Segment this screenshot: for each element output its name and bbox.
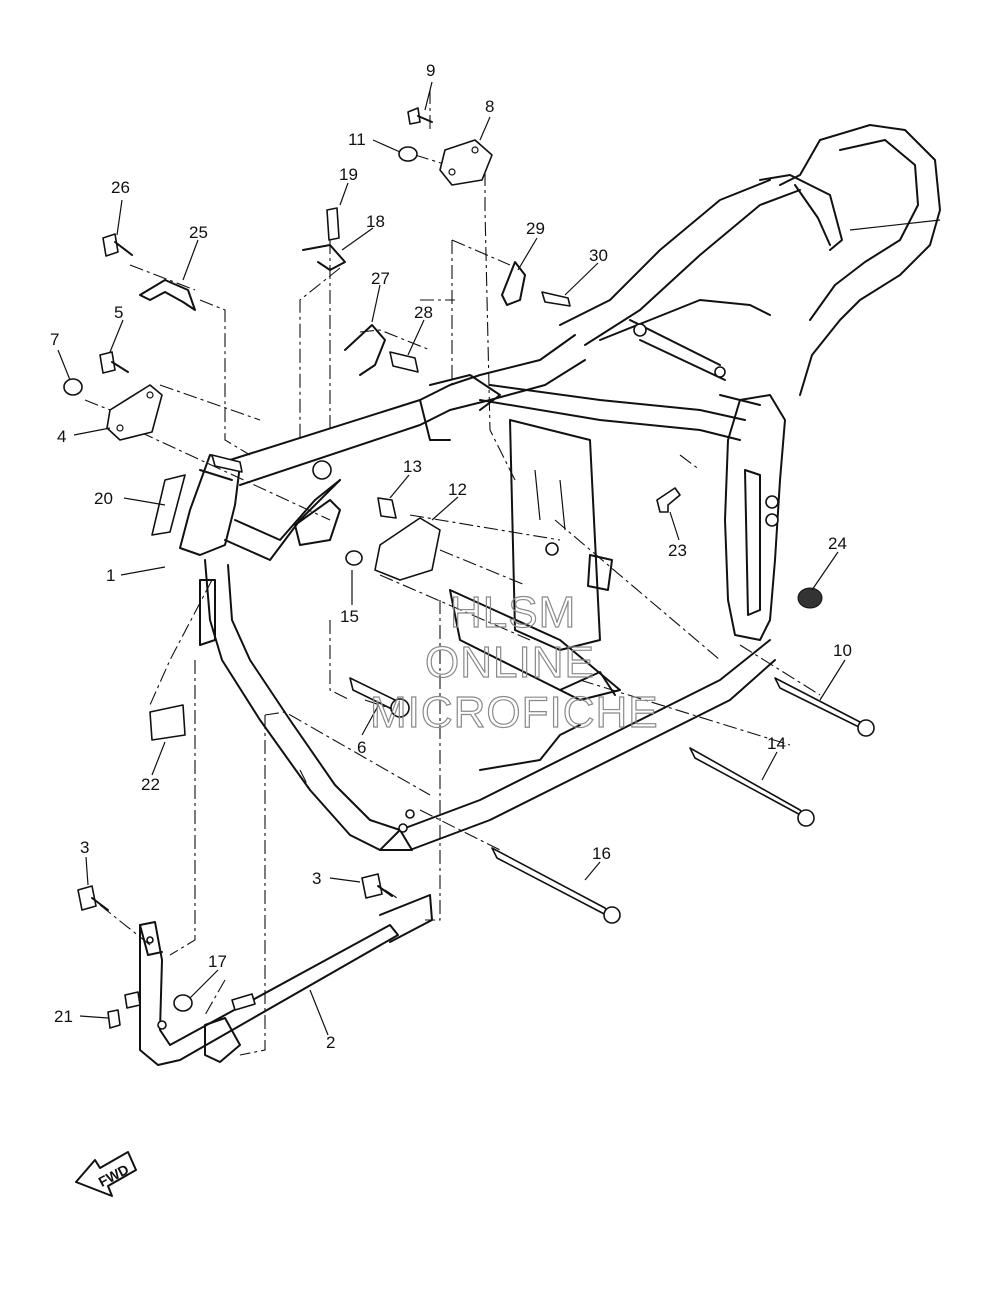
fwd-label: FWD	[96, 1161, 132, 1190]
part-label-4: 4	[57, 427, 66, 446]
part-label-21: 21	[54, 1007, 73, 1026]
part-number-labels: 1 2 3 3 4 5 6 7 8 9 10 11 12 13 14 15 16…	[50, 61, 852, 1052]
part-label-17: 17	[208, 952, 227, 971]
part-label-18: 18	[366, 212, 385, 231]
part-label-23: 23	[668, 541, 687, 560]
watermark-line-1: HLSM	[450, 588, 576, 637]
part-label-29: 29	[526, 219, 545, 238]
fasteners	[63, 107, 875, 1029]
leader-lines	[57, 81, 846, 1036]
part-label-27: 27	[371, 269, 390, 288]
watermark-line-2: ONLINE	[425, 638, 595, 687]
part-label-25: 25	[189, 223, 208, 242]
assembly-lines	[84, 90, 821, 1056]
part-label-10: 10	[833, 641, 852, 660]
watermark: HLSM ONLINE MICROFICHE	[369, 587, 659, 737]
part-label-22: 22	[141, 775, 160, 794]
part-label-16: 16	[592, 844, 611, 863]
part-label-2: 2	[326, 1033, 335, 1052]
part-label-8: 8	[485, 97, 494, 116]
part-label-11: 11	[348, 130, 366, 149]
part-label-26: 26	[111, 178, 130, 197]
part-label-28: 28	[414, 303, 433, 322]
part-label-24: 24	[828, 534, 847, 553]
part-label-30: 30	[589, 246, 608, 265]
part-label-14: 14	[767, 734, 786, 753]
part-label-9: 9	[426, 61, 435, 80]
part-label-13: 13	[403, 457, 422, 476]
watermark-line-3: MICROFICHE	[370, 688, 659, 737]
part-label-3b: 3	[312, 869, 321, 888]
forward-direction-arrow: FWD	[75, 1151, 137, 1197]
main-frame	[179, 124, 941, 851]
part-label-3a: 3	[80, 838, 89, 857]
part-label-7: 7	[50, 330, 59, 349]
part-label-5: 5	[114, 303, 123, 322]
part-label-15: 15	[340, 607, 359, 626]
part-label-1: 1	[106, 566, 115, 585]
part-label-19: 19	[339, 165, 358, 184]
part-label-12: 12	[448, 480, 467, 499]
part-label-6: 6	[357, 738, 366, 757]
down-tube-assembly	[124, 894, 433, 1066]
part-label-20: 20	[94, 489, 113, 508]
